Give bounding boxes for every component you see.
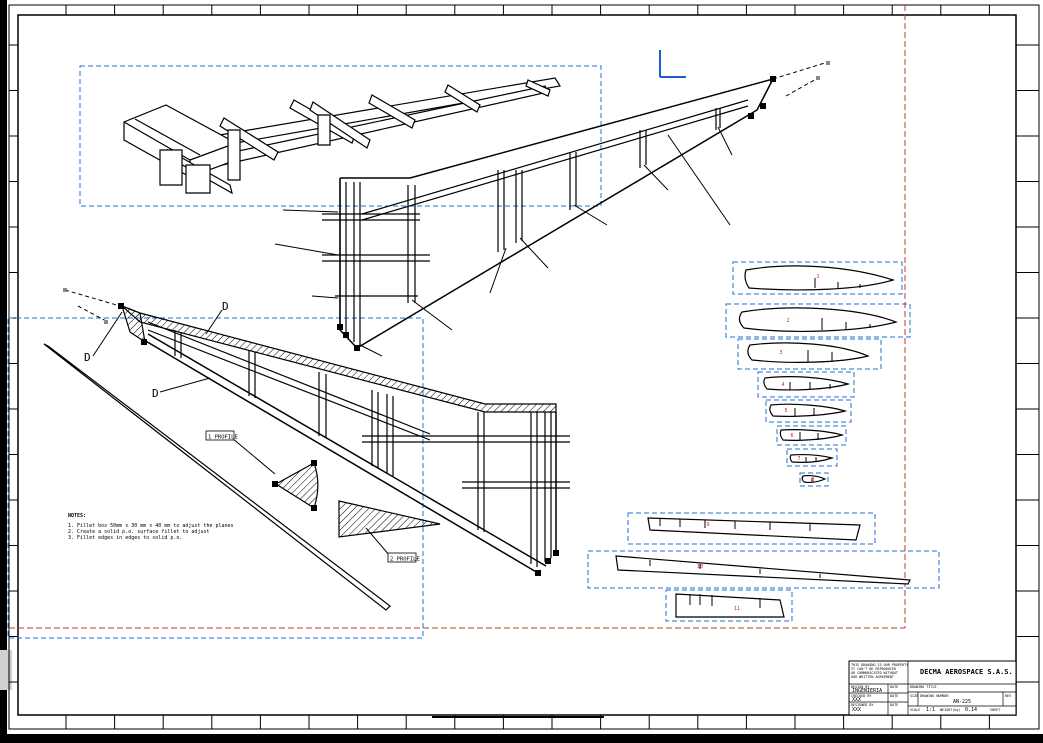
profile-2-section <box>338 500 441 538</box>
drawing-title-label: DRAWING TITLE <box>910 685 937 689</box>
rib2-frame <box>725 303 911 338</box>
note-line-2: 2. Create a solid p.o. surface fillet to… <box>68 529 209 535</box>
callout-labels: D D D <box>84 300 229 400</box>
rib-4 <box>763 376 851 391</box>
weight-value: 0.14 <box>965 707 977 713</box>
note-line-1: 1. Fillet box 50mm x 30 mm x 40 mm to ad… <box>68 523 234 529</box>
upper-wing-planform <box>274 61 830 357</box>
bottom-edge-strip <box>0 734 1043 743</box>
size-label: SIZE <box>910 694 918 698</box>
leading-edge-hatched <box>121 305 557 413</box>
rib1-frame <box>732 261 903 295</box>
rib-5 <box>769 403 848 417</box>
rib-number-labels: 1 2 3 4 5 6 7 8 9 10 11 <box>697 274 820 612</box>
rib-number-6: 6 <box>790 433 793 439</box>
rib8-frame <box>799 472 829 487</box>
rib-8 <box>801 475 827 483</box>
rib-number-2: 2 <box>786 318 789 324</box>
date-label-2: DATE <box>890 694 898 698</box>
rib4-frame <box>757 371 855 398</box>
rib-7 <box>789 454 835 463</box>
spar-11 <box>675 593 785 618</box>
rib-number-3: 3 <box>779 350 782 356</box>
profile-sections <box>272 460 441 538</box>
spar-number-11: 11 <box>734 606 740 612</box>
spar10-frame <box>587 550 940 589</box>
axis-symbol <box>659 50 686 78</box>
rib6-frame <box>776 425 847 446</box>
rib-number-5: 5 <box>784 408 787 414</box>
weight-label: WEIGHT(kg) <box>940 708 960 712</box>
spar-9 <box>647 517 861 541</box>
profile-tags: 1 PROFILE 2 PROFILE <box>205 430 420 563</box>
lower-wing-planform <box>43 288 570 611</box>
rib3-frame <box>737 338 882 370</box>
spar-number-10: 10 <box>697 564 703 570</box>
sheet-label: SHEET <box>990 708 1000 712</box>
rib-notches <box>649 278 871 608</box>
rib7-frame <box>786 448 838 467</box>
drawing-number-value: AN-225 <box>953 699 971 705</box>
note-line-3: 3. Fillet edges in edges to solid p.o. <box>68 535 182 541</box>
title-block: THIS DRAWING IS OUR PROPERTY IT CAN'T BE… <box>848 660 1017 716</box>
callout-d-left: D <box>84 351 91 364</box>
checked-by-label: CHECKED BY <box>851 694 871 698</box>
rib-6 <box>779 429 845 441</box>
left-edge-strip <box>0 0 7 743</box>
scale-value: 1:1 <box>926 707 935 713</box>
profile-2-tag: 2 PROFILE <box>390 557 420 563</box>
ownership-note-1: THIS DRAWING IS OUR PROPERTY <box>851 663 908 667</box>
rib-number-7: 7 <box>797 456 800 462</box>
spar11-frame <box>665 589 793 622</box>
margin-lines <box>9 5 906 629</box>
rib-number-8: 8 <box>811 477 814 483</box>
drawing-frame <box>8 4 1040 730</box>
rib-number-1: 1 <box>816 274 819 280</box>
notes-heading: NOTES: <box>68 513 86 519</box>
ownership-note-4: OUR WRITTEN AGREEMENT <box>851 675 894 679</box>
spar-10 <box>615 555 911 585</box>
isometric-wing-structure <box>123 77 561 195</box>
rib-profiles <box>615 265 911 618</box>
spar9-frame <box>627 512 876 545</box>
rib-2 <box>738 307 898 332</box>
date-label-1: DATE <box>890 685 898 689</box>
ownership-note-2: IT CAN'T BE REPRODUCED <box>851 667 896 671</box>
designed-by-label: DESIGNED BY <box>851 703 873 707</box>
profile-1-tag: 1 PROFILE <box>208 435 238 441</box>
notes-block: NOTES: 1. Fillet box 50mm x 30 mm x 40 m… <box>68 513 234 541</box>
rev-label: REV <box>1005 694 1011 698</box>
rib-1 <box>744 265 896 291</box>
company-name: DECMA AEROSPACE S.A.S. <box>920 668 1013 676</box>
checked-by-value: XXX <box>852 697 861 703</box>
rib-number-4: 4 <box>781 382 784 388</box>
rib5-frame <box>765 399 852 423</box>
scale-label: SCALE <box>910 708 920 712</box>
date-label-3: DATE <box>890 703 898 707</box>
callout-d-middle: D <box>152 387 159 400</box>
design-by-value: INGENIERIA <box>852 688 882 694</box>
spar-number-9: 9 <box>706 522 709 528</box>
drawing-number-label: DRAWING NUMBER <box>920 694 950 698</box>
corner-mark <box>0 650 12 690</box>
callout-d-upper: D <box>222 300 229 313</box>
ownership-note-3: OR COMMUNICATED WITHOUT <box>851 671 898 675</box>
designed-by-value: XXX <box>852 707 861 713</box>
trailing-edge-strip <box>43 343 391 611</box>
design-by-label: DESIGN BY <box>851 685 869 689</box>
